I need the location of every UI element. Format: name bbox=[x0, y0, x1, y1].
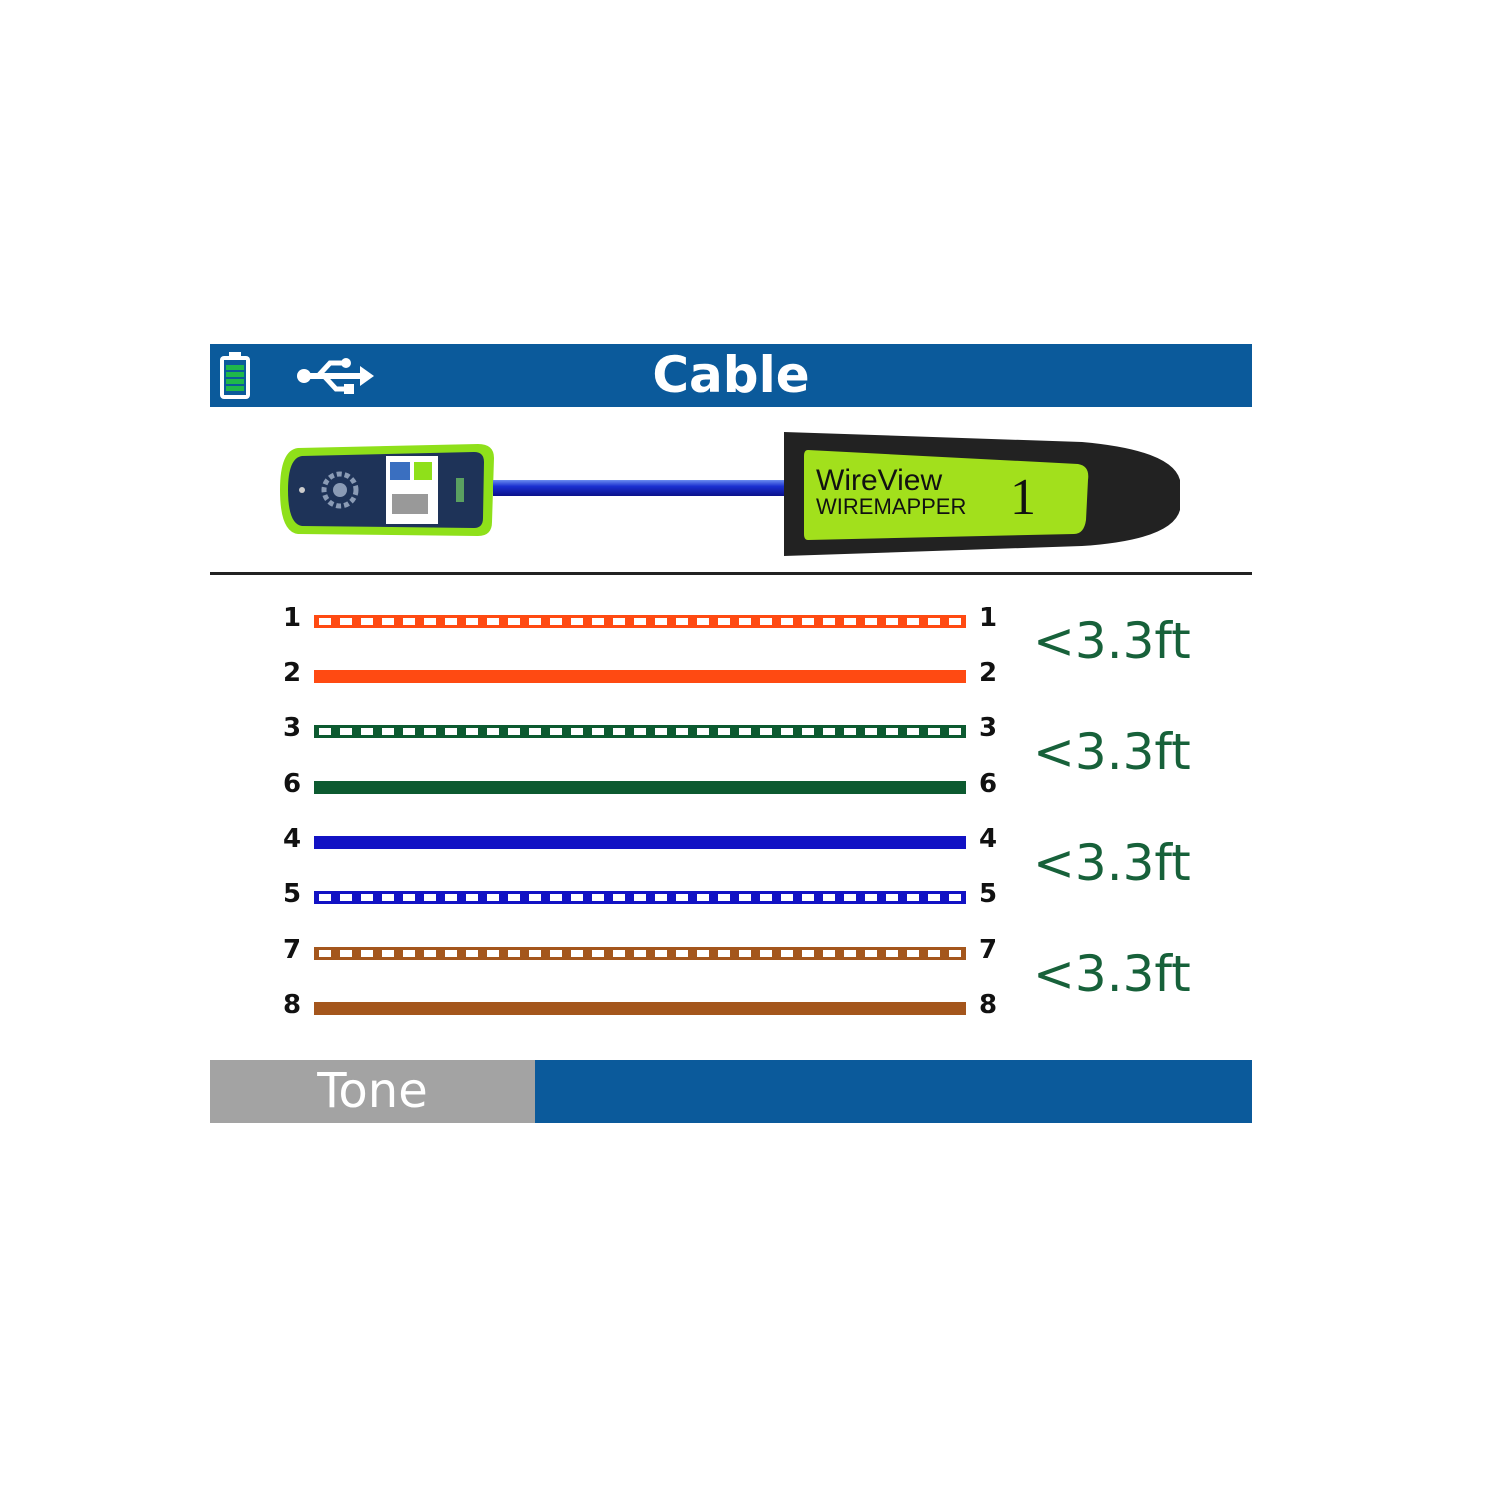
solid-wire bbox=[314, 781, 966, 794]
pair-length-3: <3.3ft bbox=[1033, 834, 1191, 892]
pin-right: 5 bbox=[978, 879, 998, 909]
solid-wire bbox=[314, 836, 966, 849]
pin-right: 7 bbox=[978, 935, 998, 965]
striped-wire bbox=[314, 947, 966, 960]
wire-stripe-pattern bbox=[314, 618, 966, 625]
striped-wire bbox=[314, 615, 966, 628]
remote-body-icon bbox=[784, 432, 1180, 556]
pin-left: 6 bbox=[282, 769, 302, 799]
wire-stripe-pattern bbox=[314, 894, 966, 901]
screen-title: Cable bbox=[652, 346, 810, 404]
remote-id: 1 bbox=[1010, 469, 1036, 526]
pair-length-2: <3.3ft bbox=[1033, 723, 1191, 781]
solid-wire bbox=[314, 670, 966, 683]
usb-icon bbox=[297, 358, 374, 394]
divider bbox=[210, 572, 1252, 575]
striped-wire bbox=[314, 891, 966, 904]
pin-left: 2 bbox=[282, 658, 302, 688]
pin-right: 2 bbox=[978, 658, 998, 688]
striped-wire bbox=[314, 725, 966, 738]
pair-length-4: <3.3ft bbox=[1033, 945, 1191, 1003]
softkey-bar: Tone bbox=[210, 1060, 1252, 1123]
pin-left: 8 bbox=[282, 990, 302, 1020]
remote-brand: WireView bbox=[816, 464, 943, 497]
pair-length-1: <3.3ft bbox=[1033, 612, 1191, 670]
cable-line bbox=[493, 480, 788, 496]
tester-device-icon bbox=[280, 444, 494, 536]
title-bar: Cable bbox=[210, 344, 1252, 407]
pin-right: 4 bbox=[978, 824, 998, 854]
pin-right: 6 bbox=[978, 769, 998, 799]
wiremapper-remote: WireView WIREMAPPER 1 bbox=[782, 430, 1184, 558]
remote-model: WIREMAPPER bbox=[816, 494, 967, 519]
pin-right: 8 bbox=[978, 990, 998, 1020]
wire-stripe-pattern bbox=[314, 728, 966, 735]
wire-stripe-pattern bbox=[314, 950, 966, 957]
pin-left: 1 bbox=[282, 603, 302, 633]
pin-right: 1 bbox=[978, 603, 998, 633]
pin-left: 7 bbox=[282, 935, 302, 965]
pin-left: 4 bbox=[282, 824, 302, 854]
battery-icon bbox=[220, 352, 250, 399]
tone-button[interactable]: Tone bbox=[210, 1060, 535, 1123]
pin-left: 5 bbox=[282, 879, 302, 909]
pin-left: 3 bbox=[282, 713, 302, 743]
pin-right: 3 bbox=[978, 713, 998, 743]
solid-wire bbox=[314, 1002, 966, 1015]
